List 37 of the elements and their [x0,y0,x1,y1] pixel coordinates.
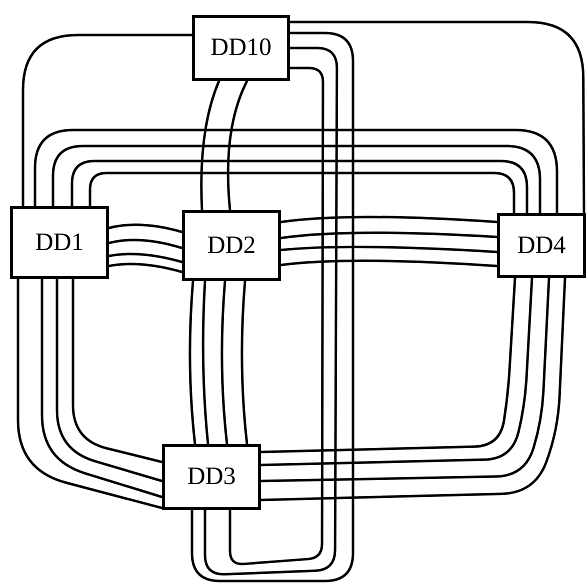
connector-line [228,66,324,566]
connector-line [190,32,354,582]
node-label: DD3 [187,463,236,491]
node-box [182,210,281,281]
connector-line [56,278,164,482]
connector-line [280,260,498,268]
connector-line [40,278,164,498]
node-box [162,444,261,510]
connector-line [72,278,164,464]
connector-line [226,80,248,212]
node-box [192,15,290,81]
connector-line [280,216,498,224]
node-label: DD10 [210,34,272,62]
node-box [497,213,586,278]
connector-line [108,262,184,274]
node-label: DD1 [35,228,84,256]
connector-line [16,278,164,510]
connector-line [280,232,498,240]
node-box [10,206,109,279]
node-label: DD2 [207,232,256,260]
connector-line [288,20,586,214]
connector-line [202,280,210,446]
connector-line [188,280,196,446]
connector-line [280,246,498,254]
connector-line [108,238,184,250]
connector-line [108,252,184,264]
connector-line [34,128,558,214]
node-label: DD4 [517,232,566,260]
connector-line [88,172,516,214]
connector-line [240,280,248,446]
connector-line [22,34,194,208]
connector-line [200,80,220,212]
connector-line [70,160,528,214]
connector-line [52,144,542,214]
connector-line [108,224,184,234]
connector-line [204,46,338,576]
connector-line [220,280,228,446]
